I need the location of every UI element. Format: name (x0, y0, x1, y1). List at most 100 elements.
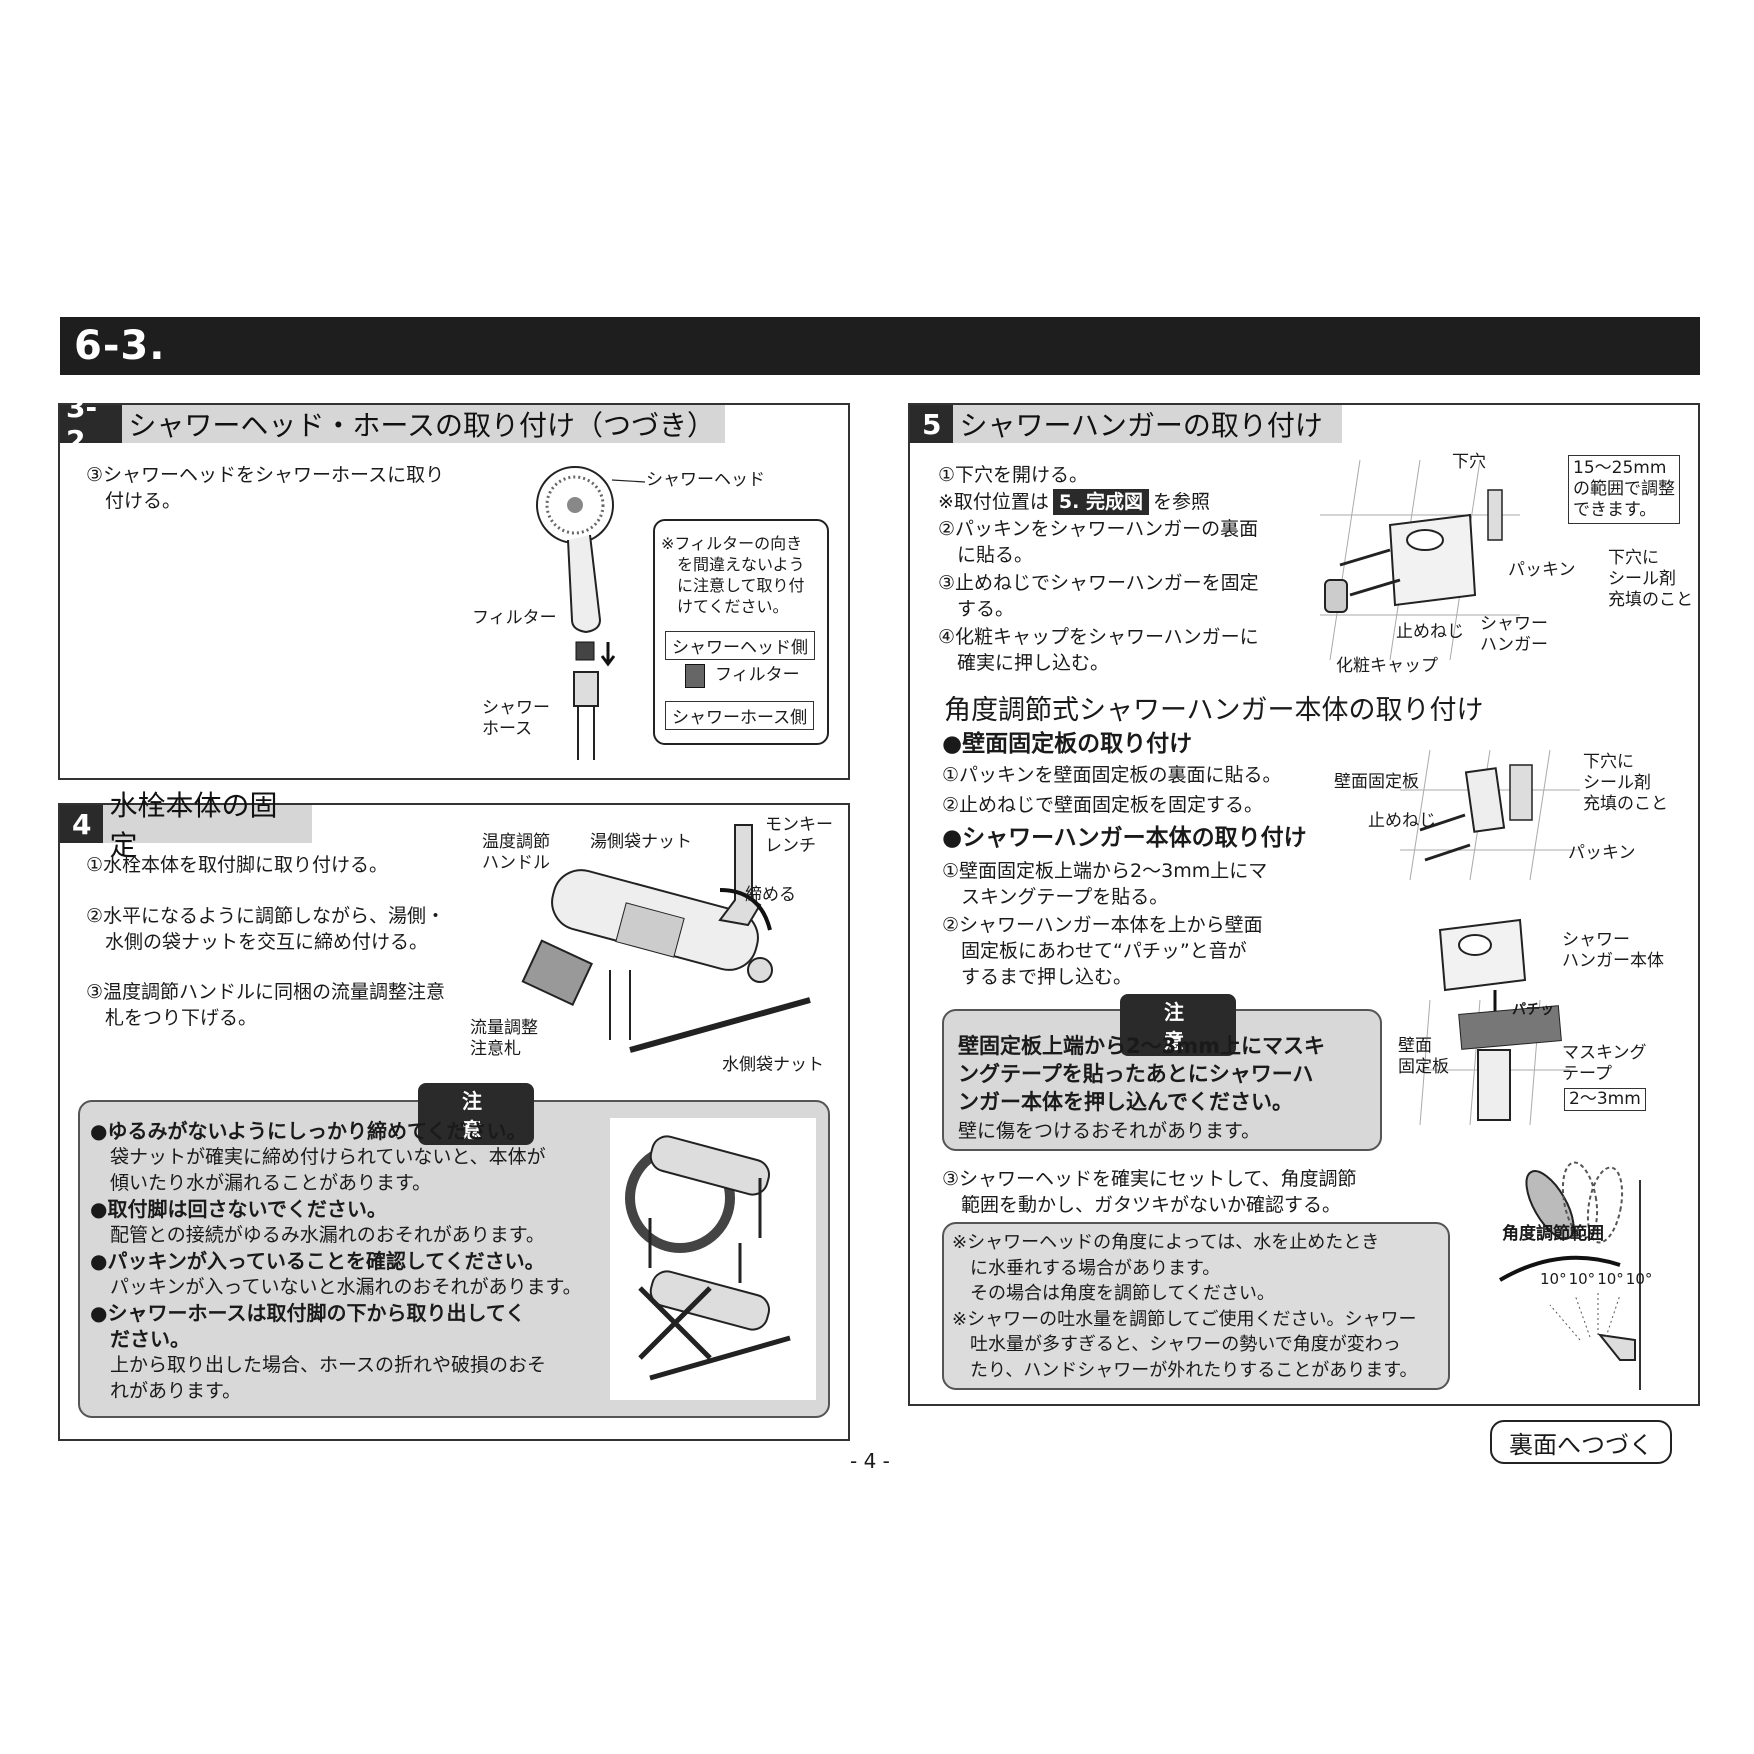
angle-tick: 10° (1540, 1270, 1567, 1288)
label-screw: 止めねじ (1396, 622, 1464, 642)
caution-badge-4: 注 意 (418, 1083, 534, 1145)
label-flow-tag: 流量調整 注意札 (470, 1018, 538, 1059)
flow-tag-icon (521, 939, 594, 1007)
hanger-body-step2: ②シャワーハンガー本体を上から壁面 固定板にあわせて“パチッ”と音が するまで押… (942, 914, 1263, 988)
angle-hanger-subtitle: 角度調節式シャワーハンガー本体の取り付け (944, 695, 1484, 726)
packing-icon (1487, 489, 1503, 541)
faucet-body-icon (551, 869, 811, 1053)
label-click: パチッ (1512, 1002, 1554, 1018)
hanger-body-step1: ①壁面固定板上端から2～3mm上にマ スキングテープを貼る。 (942, 860, 1268, 908)
panel-5-title: シャワーハンガーの取り付け (959, 409, 1323, 442)
screw-icon (1339, 548, 1401, 597)
arrow-down-icon (600, 642, 616, 667)
shower-head-illustration (536, 466, 646, 760)
angle-range-illustration (1498, 1161, 1641, 1390)
step-5-3: ③止めねじでシャワーハンガーを固定 する。 (938, 572, 1259, 620)
label-sealant: 下穴に シール剤 充填のこと (1608, 548, 1693, 610)
section-header-title: 6-3. (74, 323, 166, 369)
step-5-3b: ③シャワーヘッドを確実にセットして、角度調節 範囲を動かし、ガタツキがないか確認… (942, 1168, 1357, 1216)
filter-orientation-callout: ※フィルターの向き を間違えないよう に注意して取り付 けてください。 シャワー… (653, 519, 829, 745)
step-4-1: ①水栓本体を取付脚に取り付ける。 (86, 854, 389, 876)
callout-filter-label: フィルター (715, 665, 800, 685)
panel-3-2-title-bar: 3-2 シャワーヘッド・ホースの取り付け（つづき） (60, 391, 725, 457)
label-gap: 2～3mm (1564, 1088, 1646, 1111)
callout-note: ※フィルターの向き を間違えないよう に注意して取り付 けてください。 (661, 534, 805, 616)
faucet-correct-incorrect-icon (625, 1135, 791, 1381)
panel-3-2-title: シャワーヘッド・ホースの取り付け（つづき） (128, 409, 716, 442)
faucet-illustration (521, 824, 811, 1053)
label-shower-hose: シャワー ホース (482, 698, 550, 739)
hanger-wall-plate-icon (1477, 1049, 1511, 1121)
caution-4-item3-body: パッキンが入っていないと水漏れのおそれがあります。 (110, 1276, 582, 1298)
angle-arrow-icon (1498, 1255, 1621, 1282)
panel-5-number: 5 (910, 405, 954, 443)
step-3-2-3: ③シャワーヘッドをシャワーホースに取り 付ける。 (86, 464, 445, 512)
label-pilot-hole: 下穴 (1452, 452, 1486, 472)
wall-plate-step2: ②止めねじで壁面固定板を固定する。 (942, 794, 1264, 816)
caution-4-item2-head: ●取付脚は回さないでください。 (90, 1197, 387, 1221)
step-5-2: ②パッキンをシャワーハンガーの裏面 に貼る。 (938, 518, 1259, 566)
label-wall-plate: 壁面固定板 (1334, 772, 1419, 792)
label-cold-nut: 水側袋ナット (722, 1055, 824, 1075)
panel-4-title-bar: 4 水栓本体の固定 (60, 789, 312, 862)
caution-4-illustration (610, 1118, 816, 1400)
caution-4-list: ●ゆるみがないようにしっかり締めてください。 袋ナットが確実に締め付けられていな… (90, 1118, 610, 1404)
hanger-body-illustration (1419, 918, 1570, 1126)
ref-prefix: ※取付位置は (938, 491, 1049, 513)
continue-overleaf-badge: 裏面へつづく (1490, 1420, 1672, 1464)
wall-plate-heading: ●壁面固定板の取り付け (942, 731, 1193, 757)
label-hanger: シャワー ハンガー (1480, 614, 1548, 655)
caution-badge-5: 注 意 (1120, 994, 1236, 1056)
caution-4-item3-head: ●パッキンが入っていることを確認してください。 (90, 1249, 545, 1273)
hanger-mount-icon (1597, 1333, 1636, 1361)
caution-4-item4-head: ●シャワーホースは取付脚の下から取り出してく ださい。 (90, 1301, 526, 1351)
label-wrench: モンキー レンチ (765, 815, 833, 856)
tighten-arrow-icon (719, 888, 772, 931)
label-wall-packing: パッキン (1568, 843, 1636, 863)
label-adjust-range: 15～25mm の範囲で調整 できます。 (1568, 455, 1680, 524)
ref-suffix: を参照 (1152, 491, 1210, 513)
angle-note-text: ※シャワーヘッドの角度によっては、水を止めたとき に水垂れする場合があります。 … (952, 1232, 1418, 1381)
wall-plate-packing-icon (1509, 764, 1533, 821)
angle-note-box (942, 1222, 1450, 1390)
shower-head-icon (536, 466, 614, 634)
label-temp-handle: 温度調節 ハンドル (482, 832, 550, 873)
caution-5-body: 壁に傷をつけるおそれがあります。 (958, 1120, 1261, 1142)
caution-4-item1-body: 袋ナットが確実に締め付けられていないと、本体が 傾いたり水が漏れることがあります… (110, 1146, 546, 1194)
angle-tick: 10° (1568, 1270, 1596, 1288)
panel-3-2-number: 3-2 (60, 391, 123, 457)
panel-5-title-bar: 5 シャワーハンガーの取り付け (910, 405, 1342, 443)
wall-plate-icon (1464, 767, 1506, 833)
caution-5-bold: 壁固定板上端から2～3mm上にマスキ ングテープを貼ったあとにシャワーハ ンガー… (958, 1034, 1325, 1114)
label-hanger-body: シャワー ハンガー本体 (1562, 930, 1664, 971)
page-number: - 4 - (850, 1449, 890, 1473)
step-5-ref: ※取付位置は 5. 完成図 を参照 (938, 489, 1210, 515)
label-filter: フィルター (472, 608, 557, 628)
hanger-body-icon (1438, 918, 1527, 992)
callout-head-side: シャワーヘッド側 (665, 631, 815, 660)
panel-4-number: 4 (60, 805, 104, 843)
angle-ticks: 10° 10° 10° 10° (1540, 1270, 1652, 1288)
step-4-3: ③温度調節ハンドルに同梱の流量調整注意 札をつり下げる。 (86, 981, 446, 1029)
wall-plate-screw-icon (1419, 813, 1471, 862)
caution-4-item2-body: 配管との接続がゆるみ水漏れのおそれがあります。 (110, 1224, 545, 1246)
panel-4-title: 水栓本体の固定 (109, 789, 278, 862)
label-wall-sealant: 下穴に シール剤 充填のこと (1583, 752, 1668, 814)
hanger-install-illustration (1320, 459, 1520, 661)
step-4-2: ②水平になるように調節しながら、湯側・ 水側の袋ナットを交互に締め付ける。 (86, 905, 446, 953)
caution-4-item4-body: 上から取り出した場合、ホースの折れや破損のおそ れがあります。 (110, 1354, 547, 1402)
angle-tick: 10° (1625, 1270, 1653, 1288)
label-packing: パッキン (1508, 560, 1576, 580)
label-hanger-plate: 壁面 固定板 (1398, 1036, 1449, 1077)
wall-plate-step1: ①パッキンを壁面固定板の裏面に貼る。 (942, 764, 1282, 786)
masking-tape-icon (1458, 1005, 1562, 1050)
angle-range-label: 角度調節範囲 (1502, 1224, 1604, 1244)
section-header-bar: 6-3. (60, 317, 1700, 375)
label-shower-head: シャワーヘッド (646, 470, 765, 490)
filter-icon (575, 641, 595, 661)
hanger-body-heading: ●シャワーハンガー本体の取り付け (942, 825, 1307, 851)
label-wall-screw: 止めねじ (1368, 811, 1436, 831)
callout-filter-icon (685, 664, 705, 688)
wall-plate-illustration (1400, 749, 1580, 881)
label-cap: 化粧キャップ (1336, 656, 1438, 676)
